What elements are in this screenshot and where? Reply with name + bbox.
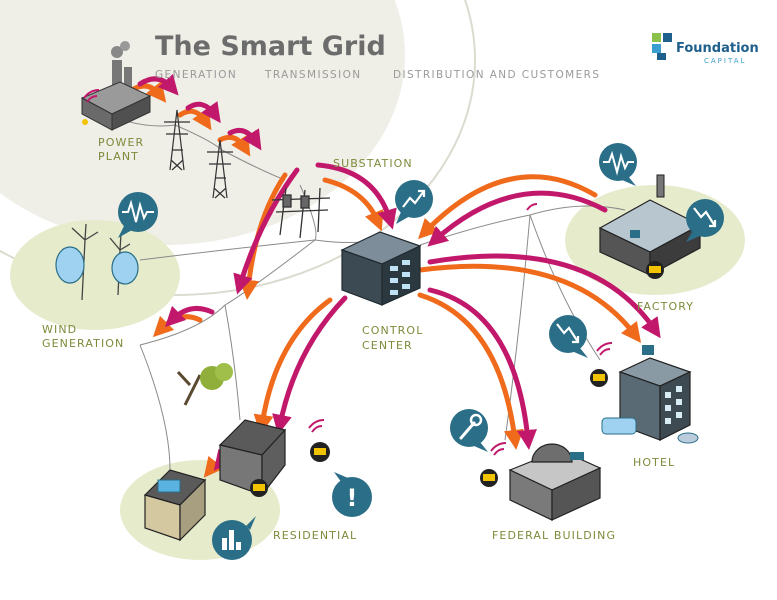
- wind-waveform-icon: [118, 192, 158, 238]
- alert-icon-glyph: !: [347, 484, 358, 512]
- label-power-plant-1: POWER: [98, 136, 144, 149]
- home-signal-icon: [308, 419, 325, 433]
- wind-ground: [10, 220, 180, 330]
- phase-transmission: TRANSMISSION: [264, 69, 362, 81]
- tower-1: [164, 109, 190, 171]
- label-control-1: CONTROL: [362, 324, 423, 337]
- phase-generation: GENERATION: [155, 69, 237, 81]
- factory-waveform-icon: [599, 143, 637, 186]
- residential-illustration: [143, 363, 330, 542]
- brand-name: Foundation: [676, 41, 759, 56]
- wind-turbines: [55, 223, 139, 301]
- diagram-title: The Smart Grid: [155, 31, 386, 62]
- label-wind-2: GENERATION: [42, 337, 124, 350]
- bar-chart-icon: [212, 516, 256, 560]
- power-lines: [94, 109, 626, 471]
- transmission-region-ring: [0, 0, 476, 296]
- phase-distribution: DISTRIBUTION AND CUSTOMERS: [393, 69, 600, 81]
- brand-sub: CAPITAL: [704, 57, 746, 65]
- label-wind-1: WIND: [42, 323, 77, 336]
- federal-building-illustration: [480, 443, 602, 521]
- substation-illustration: [271, 187, 331, 239]
- label-hotel: HOTEL: [633, 456, 675, 469]
- label-residential: RESIDENTIAL: [273, 529, 357, 542]
- pole-signal-icon: [526, 203, 538, 211]
- info-bubbles: !: [118, 143, 724, 560]
- alert-icon: !: [332, 472, 372, 517]
- federal-signal-icon: [490, 442, 507, 456]
- label-factory: FACTORY: [637, 300, 694, 313]
- foundation-capital-logo: Foundation CAPITAL: [652, 33, 759, 65]
- substation-trend-up-icon: [395, 180, 433, 224]
- control-center-illustration: [340, 231, 422, 306]
- logo-mark-icon: [652, 33, 672, 60]
- wireless-signal-icons: [83, 89, 613, 456]
- label-control-2: CENTER: [362, 339, 413, 352]
- transmission-towers: [164, 109, 233, 199]
- plant-signal-icon: [83, 89, 100, 103]
- factory-trend-down-icon: [686, 199, 724, 242]
- label-substation: SUBSTATION: [333, 157, 413, 170]
- hotel-illustration: [590, 345, 699, 444]
- power-plant-illustration: [80, 41, 152, 131]
- wrench-icon: [450, 409, 488, 452]
- label-power-plant-2: PLANT: [98, 150, 139, 163]
- tower-2: [207, 139, 233, 199]
- factory-illustration: [598, 174, 702, 279]
- label-federal-building: FEDERAL BUILDING: [492, 529, 616, 542]
- hotel-signal-icon: [596, 342, 613, 356]
- hotel-trend-down-icon: [549, 315, 588, 358]
